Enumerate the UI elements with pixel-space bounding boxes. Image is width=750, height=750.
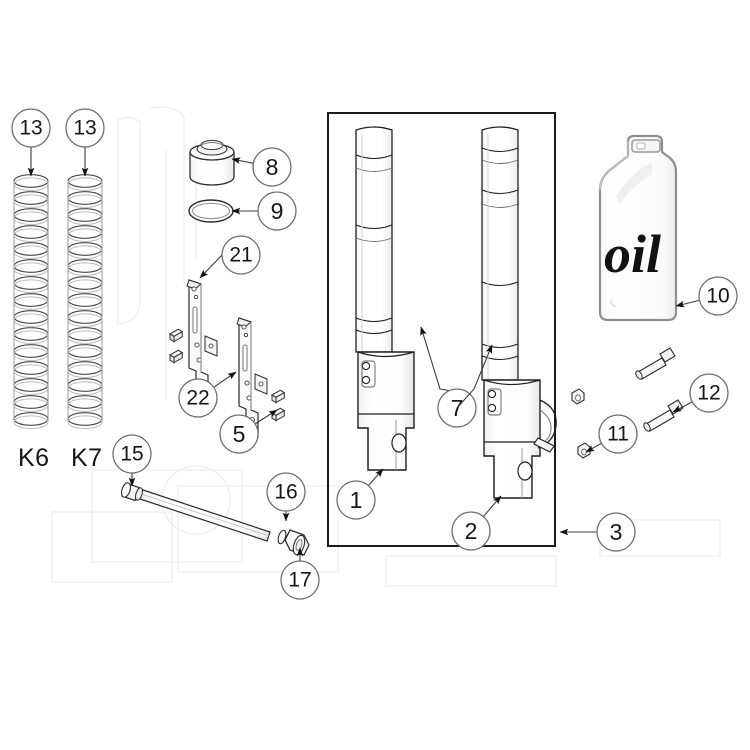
callout-16-circle[interactable]	[266, 472, 306, 512]
callout-8-circle[interactable]	[252, 147, 292, 187]
callout-2[interactable]: 2	[451, 495, 502, 551]
callout-8-leader	[231, 157, 254, 164]
fork-cap[interactable]	[189, 139, 235, 186]
callout-10[interactable]: 10	[675, 276, 738, 316]
fork-leg-left[interactable]	[355, 126, 415, 471]
callout-1-leader	[368, 468, 384, 487]
callout-5-leader	[254, 409, 278, 425]
callout-13-left-number: 13	[19, 117, 42, 140]
callout-3[interactable]: 3	[559, 512, 636, 552]
callout-22-leader	[213, 371, 237, 388]
callout-21[interactable]: 21	[199, 235, 261, 279]
callout-12-circle[interactable]	[689, 373, 729, 413]
callout-1[interactable]: 1	[336, 468, 384, 520]
callout-22-circle[interactable]	[178, 378, 218, 418]
callout-12-number: 12	[697, 382, 720, 405]
callout-5[interactable]: 5	[219, 409, 278, 454]
callout-21-leader	[199, 253, 225, 279]
callout-11[interactable]: 11	[585, 414, 638, 454]
callout-16[interactable]: 16	[266, 472, 306, 522]
axle-head[interactable]	[120, 482, 144, 502]
callout-9-circle[interactable]	[257, 191, 297, 231]
callout-10-circle[interactable]	[698, 276, 738, 316]
callout-10-leader	[675, 299, 700, 308]
spring-right-label: K7	[71, 444, 103, 472]
fork-spring-left[interactable]	[13, 174, 49, 430]
fork-spring-right[interactable]	[67, 174, 103, 430]
fork-assembly-box[interactable]	[327, 112, 556, 547]
o-ring[interactable]	[188, 199, 234, 223]
callout-9[interactable]: 9	[231, 191, 297, 231]
fork-oil-bottle[interactable]	[598, 134, 678, 322]
callout-3-number: 3	[610, 519, 623, 545]
callout-15[interactable]: 15	[112, 434, 152, 487]
callout-12-leader	[672, 401, 693, 413]
callout-13-right-circle[interactable]	[65, 108, 105, 148]
background-watermark	[51, 106, 721, 587]
oil-bottle-label: oil	[604, 224, 661, 284]
axle-nut[interactable]	[284, 529, 310, 556]
callout-13-left-circle[interactable]	[11, 108, 51, 148]
callout-16-number: 16	[274, 481, 297, 504]
callout-17-circle[interactable]	[280, 560, 320, 600]
callout-1-number: 1	[350, 487, 363, 513]
bolt-lower[interactable]	[642, 399, 684, 432]
axle-washer[interactable]	[277, 529, 288, 545]
spring-left-label: K6	[18, 444, 50, 472]
callout-11-leader	[585, 442, 602, 453]
callout-15-circle[interactable]	[112, 434, 152, 474]
callout-12[interactable]: 12	[672, 373, 729, 413]
fork-leg-right[interactable]	[481, 126, 557, 499]
callout-21-number: 21	[229, 244, 252, 267]
callout-8[interactable]: 8	[231, 147, 292, 187]
callout-3-circle[interactable]	[596, 512, 636, 552]
callout-7[interactable]: 7	[420, 326, 477, 428]
callout-13-left[interactable]: 13	[11, 108, 51, 177]
callout-21-circle[interactable]	[221, 235, 261, 275]
front-axle[interactable]	[120, 482, 310, 556]
callout-11-number: 11	[607, 423, 629, 446]
callout-7b[interactable]	[456, 344, 493, 409]
callout-7-leader	[420, 326, 450, 392]
callout-8-number: 8	[266, 154, 279, 180]
callout-2-circle[interactable]	[451, 511, 491, 551]
callout-9-number: 9	[271, 198, 284, 224]
callout-7b-leader	[456, 344, 493, 409]
bolt-upper[interactable]	[634, 347, 676, 380]
callout-11-circle[interactable]	[598, 414, 638, 454]
callout-17[interactable]: 17	[280, 547, 320, 600]
callout-10-number: 10	[706, 285, 729, 308]
callout-1-circle[interactable]	[336, 480, 376, 520]
callout-13-right[interactable]: 13	[65, 108, 105, 177]
callout-15-number: 15	[120, 443, 143, 466]
callout-22[interactable]: 22	[178, 371, 237, 418]
callout-5-number: 5	[233, 421, 246, 447]
callout-5-circle[interactable]	[219, 414, 259, 454]
callout-2-leader	[482, 495, 502, 517]
callout-17-number: 17	[288, 569, 311, 592]
callout-2-number: 2	[465, 518, 478, 544]
nut-upper[interactable]	[571, 388, 585, 405]
callout-13-right-number: 13	[73, 117, 96, 140]
callout-22-number: 22	[186, 387, 209, 410]
